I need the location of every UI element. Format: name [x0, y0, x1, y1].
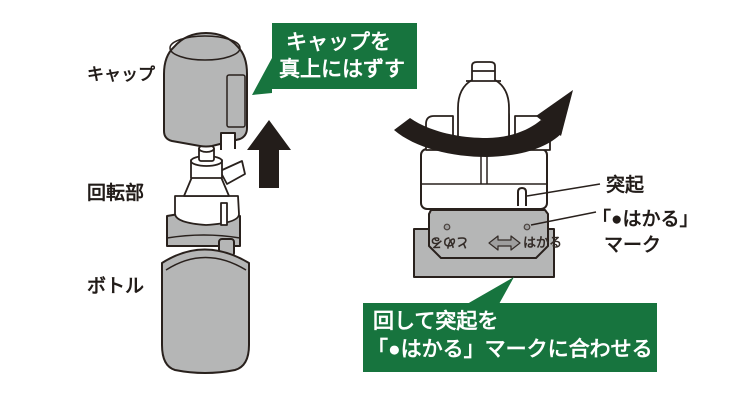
leader-line-mark: [530, 211, 597, 226]
dial-dot-left: [443, 223, 451, 231]
protrusion-shape: [517, 187, 527, 206]
label-mark-line1: 「●はかる」: [592, 209, 699, 230]
left-right-arrow-icon: [488, 235, 521, 251]
callout-top-tail: [252, 58, 272, 95]
up-arrow-icon: [247, 120, 291, 188]
rotate-arrow-icon: [394, 90, 573, 157]
label-bottle: ボトル: [87, 276, 145, 297]
callout-top-line2: 真上にはずす: [279, 58, 405, 81]
label-mark-line2: マーク: [604, 235, 662, 256]
callout-bottom-tail: [467, 277, 514, 304]
callout-bottom-line2: 「●はかる」マークに合わせる: [367, 338, 653, 361]
rotator-illustration: [174, 144, 246, 226]
mark-dot: [523, 223, 531, 231]
callout-top-box: [272, 23, 417, 89]
callout-shapes: [252, 23, 657, 372]
dial-top-illustration: [394, 61, 601, 278]
leader-line-protrusion: [526, 183, 601, 197]
dial-stop-text: とめる: [430, 235, 470, 250]
callout-top-line1: キャップを: [286, 31, 391, 54]
callout-bottom-box: [363, 303, 657, 372]
label-rotating-part: 回転部: [87, 183, 145, 204]
callout-bottom-line1: 回して突起を: [373, 310, 499, 333]
label-cap: キャップ: [87, 65, 155, 84]
label-protrusion: 突起: [606, 175, 645, 196]
cap-illustration: [163, 32, 248, 150]
bottle-illustration: [161, 211, 250, 374]
dial-measure-text: はかる: [523, 235, 563, 250]
